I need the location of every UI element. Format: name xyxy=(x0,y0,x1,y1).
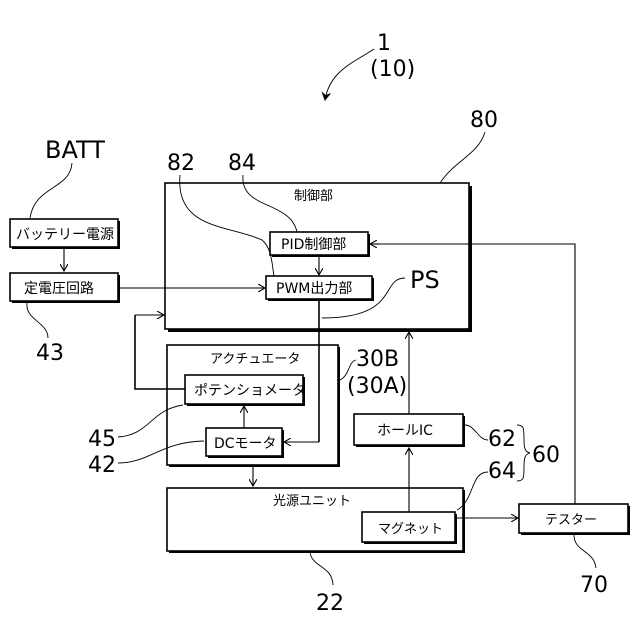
control-unit-label: 制御部 xyxy=(294,189,333,204)
system-pointer-arrow xyxy=(325,49,374,100)
pid-control-label: PID制御部 xyxy=(281,237,346,253)
leader-22 xyxy=(310,552,333,585)
actuator-label: アクチュエータ xyxy=(210,352,300,367)
ref-label-60: 60 xyxy=(532,443,560,468)
ref-label-43: 43 xyxy=(36,341,64,366)
ref-label-84: 84 xyxy=(228,151,256,176)
ref-label-80: 80 xyxy=(470,108,498,133)
tester-label: テスター xyxy=(545,513,597,528)
leader-batt xyxy=(30,163,72,218)
ref-label-1: 1 xyxy=(377,31,391,56)
ref-label-30b: 30B xyxy=(356,347,399,372)
ref-label-70: 70 xyxy=(580,573,608,598)
ref-label-82: 82 xyxy=(167,151,195,176)
hall-ic-label: ホールIC xyxy=(377,423,433,439)
ref-label-45: 45 xyxy=(88,427,116,452)
potentiometer-label: ポテンショメータ xyxy=(194,383,306,399)
ref-label-22: 22 xyxy=(316,591,344,616)
leader-70 xyxy=(574,535,596,568)
dc-motor-label: DCモータ xyxy=(214,436,277,452)
batt-label: BATT xyxy=(45,136,105,164)
brace-60 xyxy=(517,425,530,481)
leader-62 xyxy=(465,425,488,440)
light-source-unit-label: 光源ユニット xyxy=(273,494,351,509)
ps-label: PS xyxy=(410,266,440,294)
ref-label-30a: (30A) xyxy=(347,374,407,399)
pwm-output-label: PWM出力部 xyxy=(276,281,352,297)
ref-label-42: 42 xyxy=(88,453,116,478)
ref-label-62: 62 xyxy=(488,427,516,452)
magnet-label: マグネット xyxy=(378,522,443,537)
battery-power-label: バッテリー電源 xyxy=(16,227,114,243)
ref-label-10: (10) xyxy=(370,57,415,82)
ref-label-64: 64 xyxy=(488,459,516,484)
constant-voltage-label: 定電圧回路 xyxy=(24,281,94,297)
leader-80 xyxy=(440,132,485,183)
leader-43 xyxy=(27,303,48,338)
